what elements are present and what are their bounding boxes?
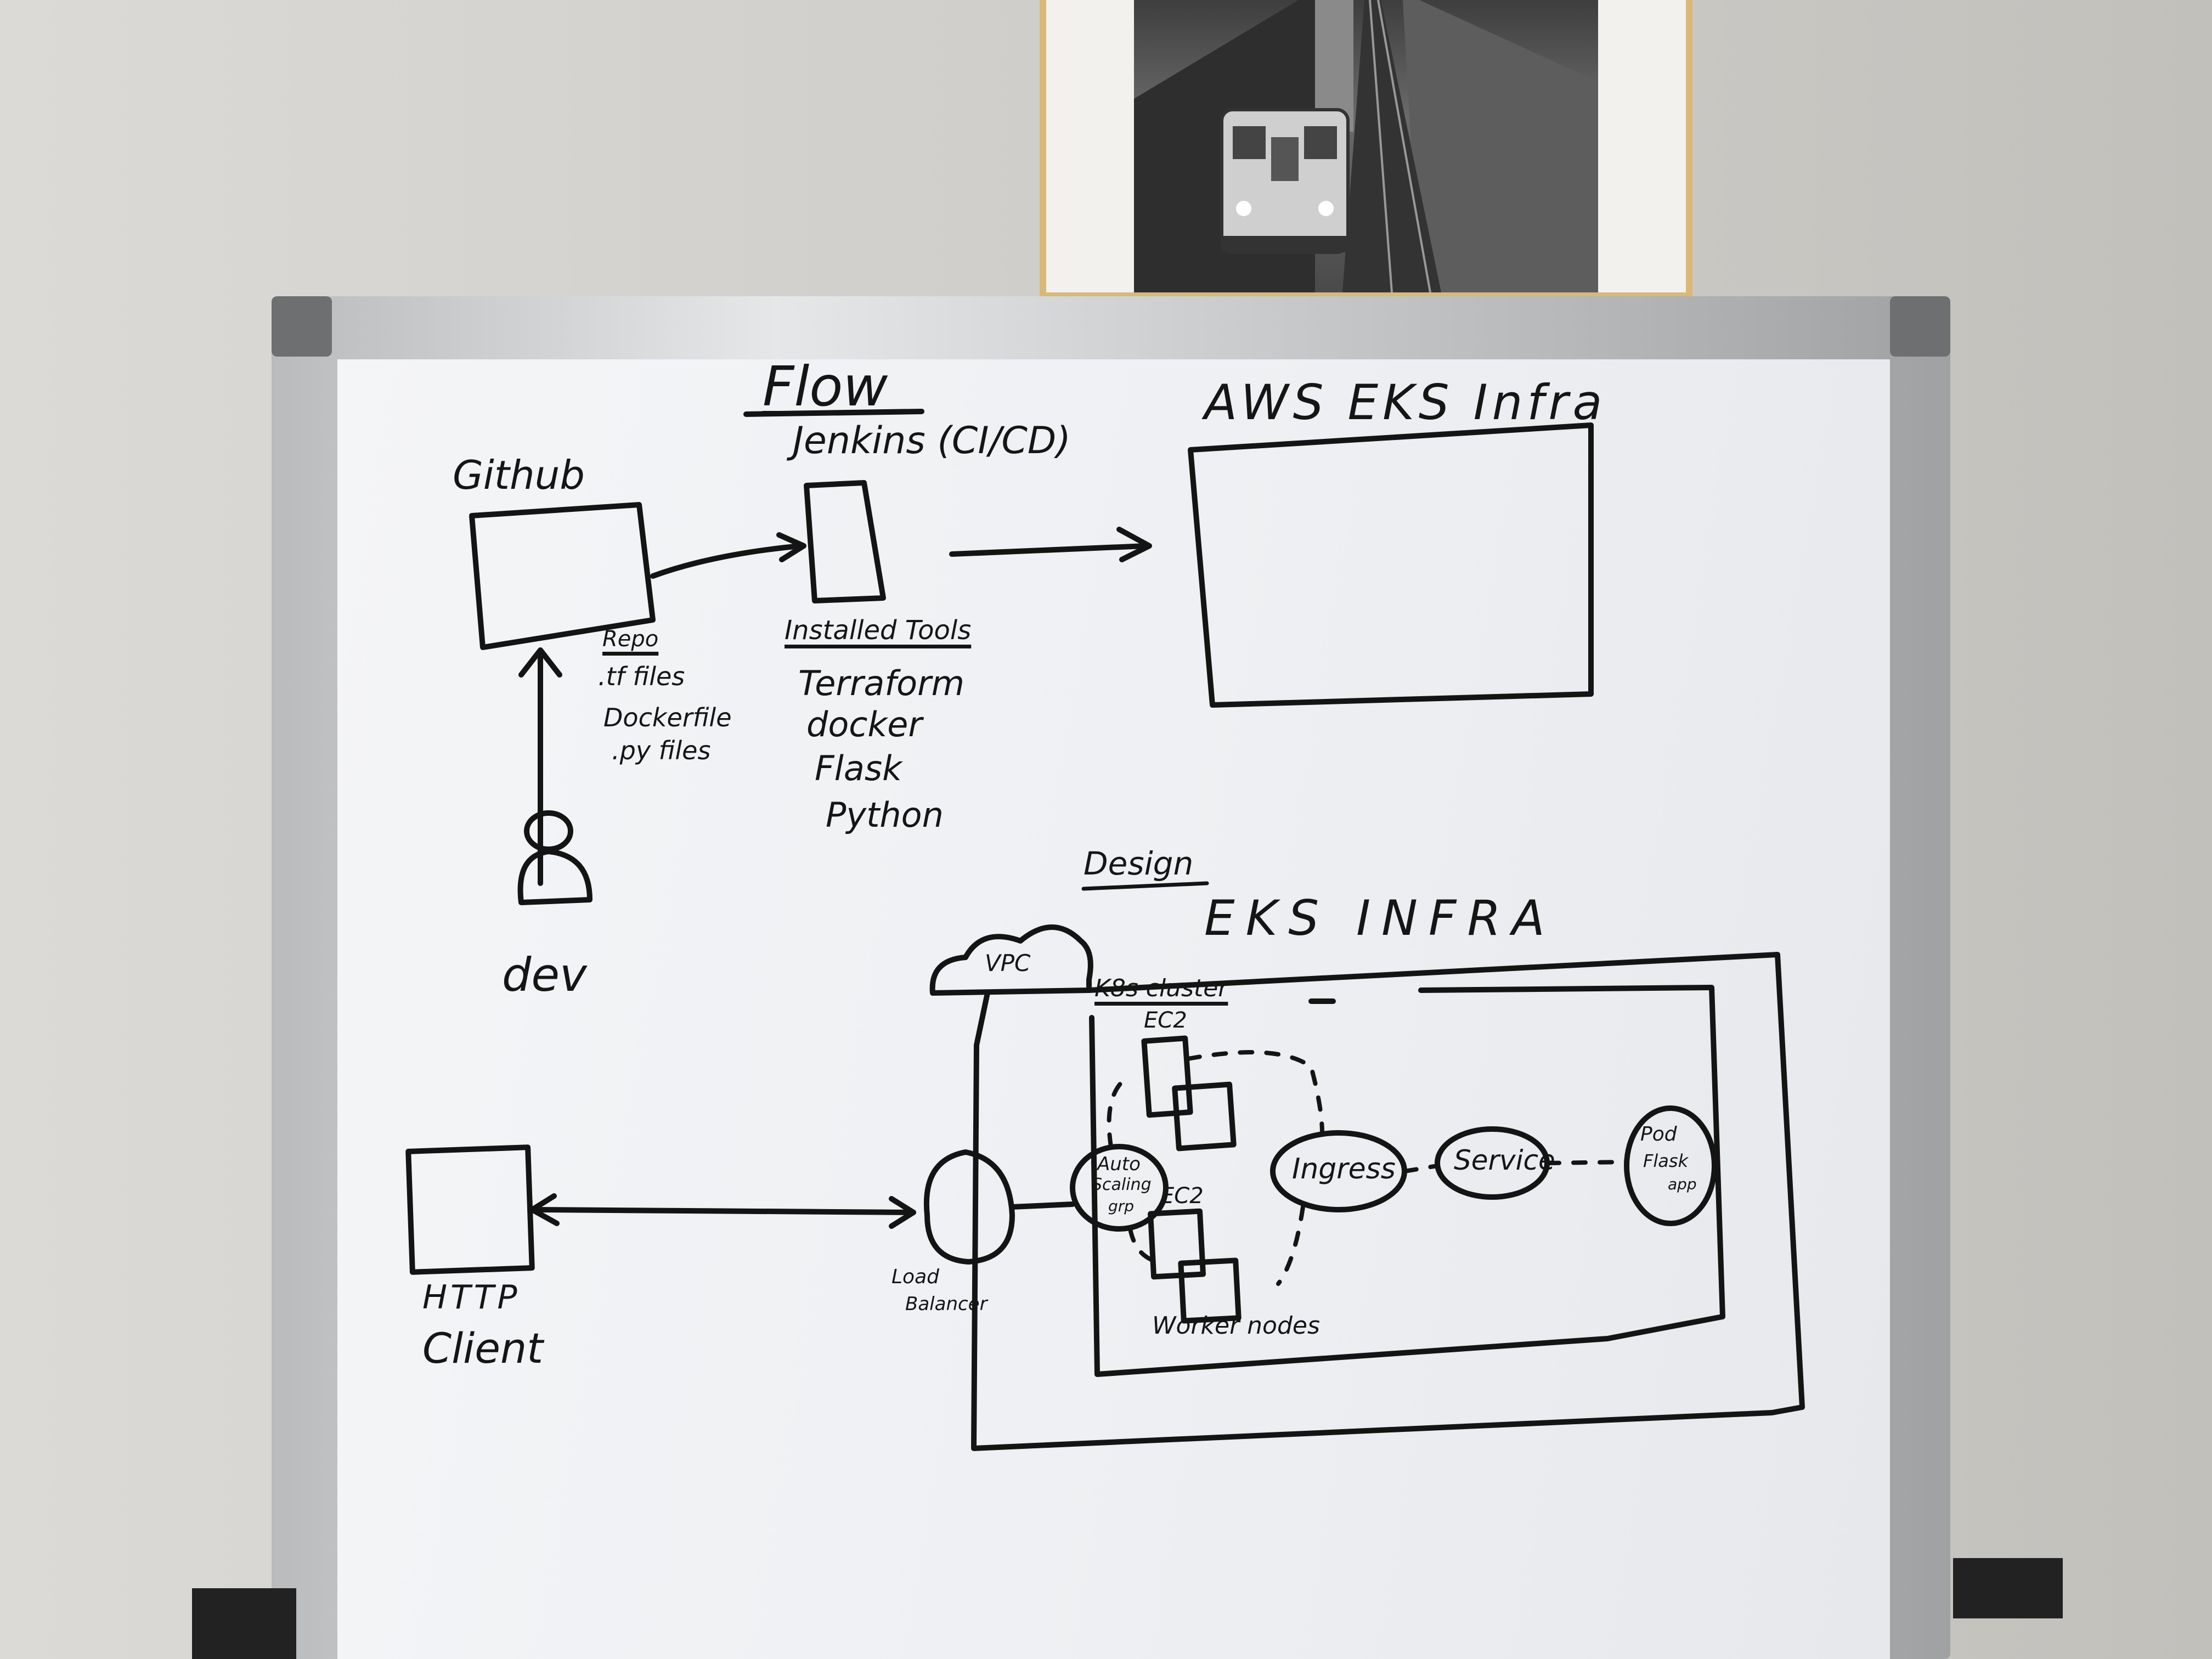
whiteboard-corner-top-right — [1890, 296, 1950, 357]
ingress-to-ec2-bottom-link — [1276, 1205, 1305, 1286]
vpc-label: VPC — [985, 950, 1031, 977]
load-balancer-label-line1: Load — [891, 1266, 939, 1288]
autoscaling-label-line1: Auto — [1097, 1153, 1141, 1175]
github-to-jenkins-arrow — [650, 543, 804, 579]
client-arrowhead-right — [889, 1196, 916, 1229]
http-client-box — [405, 1144, 535, 1275]
whiteboard-corner-top-left — [272, 296, 332, 357]
vpc-cloud — [929, 924, 1093, 996]
tool-python: Python — [826, 795, 944, 835]
http-client-label-line2: Client — [422, 1324, 544, 1373]
ec2-bottom-instance-1 — [1148, 1208, 1206, 1280]
ec2-bottom-label: EC2 — [1160, 1183, 1204, 1209]
ingress-to-service-link — [1402, 1164, 1440, 1173]
dev-to-github-arrowhead — [518, 647, 562, 678]
tool-flask: Flask — [815, 748, 902, 788]
autoscaling-to-ec2-bottom-link — [1128, 1227, 1160, 1264]
github-label: Github — [453, 452, 585, 498]
jenkins-to-aws-arrow — [949, 543, 1149, 557]
eks-infra-title: EKS INFRA — [1204, 890, 1556, 946]
repo-file-dockerfile: Dockerfile — [603, 703, 732, 732]
ec2-bottom-instance-2 — [1178, 1257, 1242, 1324]
jenkins-server-icon — [804, 480, 886, 603]
picture-mat — [1046, 0, 1686, 292]
dev-body — [517, 849, 592, 905]
aws-eks-infra-label: AWS EKS Infra — [1204, 374, 1607, 431]
load-balancer-label-line2: Balancer — [905, 1293, 988, 1315]
client-arrowhead-left — [529, 1193, 560, 1226]
jenkins-label: Jenkins (CI/CD) — [793, 419, 1071, 462]
load-balancer-node — [923, 1149, 1015, 1265]
pod-label-line2: Flask — [1643, 1150, 1689, 1171]
repo-title: Repo — [602, 627, 659, 652]
autoscaling-label-line3: grp — [1108, 1197, 1135, 1215]
repo-file-tf: .tf files — [598, 662, 685, 691]
dev-head — [524, 810, 573, 852]
wall-picture-frame — [1040, 0, 1692, 299]
autoscaling-to-ec2-top-link — [1107, 1073, 1132, 1149]
autoscaling-group-node — [1070, 1144, 1169, 1232]
flow-heading: Flow — [763, 354, 888, 419]
tool-docker: docker — [806, 704, 922, 744]
pod-label-line3: app — [1668, 1175, 1697, 1193]
stand-foot-left — [192, 1588, 296, 1659]
vpc-boundary — [971, 952, 1805, 1451]
ec2-top-instance-1 — [1141, 1035, 1193, 1118]
ec2-top-to-ingress-link — [1186, 1050, 1324, 1135]
flow-heading-underline — [743, 409, 924, 417]
load-balancer-to-autoscaling-line — [1009, 1201, 1075, 1210]
pod-label-line1: Pod — [1640, 1123, 1677, 1146]
ec2-top-instance-2 — [1172, 1081, 1237, 1152]
aws-eks-infra-box — [1188, 422, 1594, 708]
k8s-cluster-label: K8s cluster — [1094, 974, 1228, 1002]
autoscaling-label-line2: Scaling — [1092, 1175, 1152, 1194]
client-load-balancer-arrow — [532, 1207, 916, 1215]
github-box — [469, 502, 656, 650]
jenkins-to-aws-arrowhead — [1116, 527, 1152, 562]
ingress-label: Ingress — [1292, 1153, 1396, 1186]
k8s-cluster-boundary — [1089, 985, 1725, 1377]
repo-file-py: .py files — [612, 736, 711, 765]
worker-nodes-label: Worker nodes — [1152, 1312, 1320, 1340]
service-label: Service — [1454, 1144, 1555, 1176]
tool-terraform: Terraform — [798, 663, 964, 703]
design-heading-underline — [1081, 881, 1209, 891]
design-heading: Design — [1084, 845, 1194, 882]
installed-tools-title: Installed Tools — [785, 615, 972, 646]
ec2-top-label: EC2 — [1144, 1008, 1187, 1033]
stand-foot-right — [1953, 1558, 2063, 1618]
dev-label: dev — [502, 948, 587, 1002]
train-photo — [1134, 0, 1598, 292]
pod-node — [1624, 1105, 1717, 1226]
service-to-pod-link — [1545, 1160, 1629, 1165]
http-client-label-line1: HTTP — [422, 1278, 521, 1317]
github-to-jenkins-arrowhead — [776, 532, 806, 562]
